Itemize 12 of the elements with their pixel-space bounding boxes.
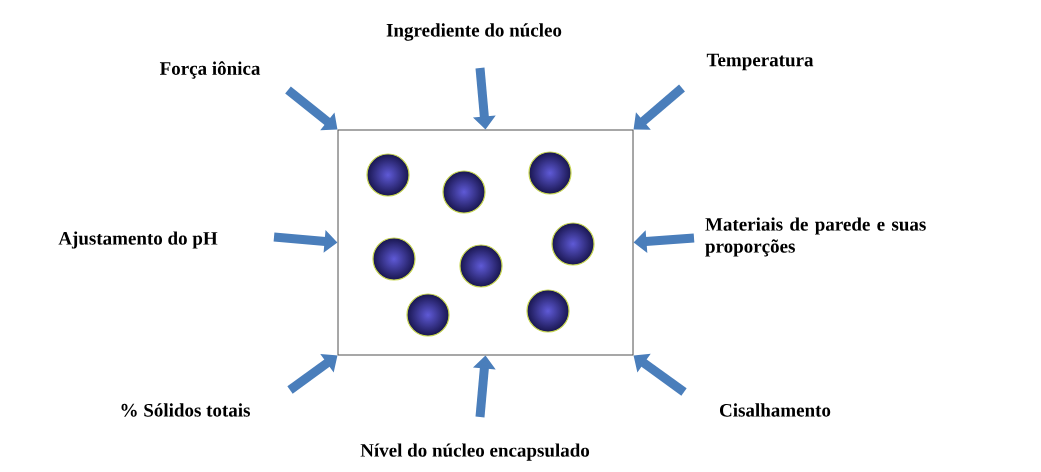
container-box (337, 129, 634, 356)
factor-label: Força iônica (159, 61, 261, 79)
block-arrow (285, 86, 338, 131)
factor-label: Ingrediente do núcleo (386, 23, 562, 41)
factor-label: Cisalhamento (720, 403, 831, 417)
block-arrow (287, 353, 338, 394)
block-arrow (633, 84, 685, 130)
factor-label: % Sólidos totais (121, 403, 250, 417)
factor-label: Materiais de parede e suas proporções (705, 217, 926, 257)
factor-label: Nível do núcleo encapsulado (360, 443, 590, 461)
factor-label: Temperatura (706, 53, 814, 71)
factor-label: Ajustamento do pH (58, 231, 218, 249)
